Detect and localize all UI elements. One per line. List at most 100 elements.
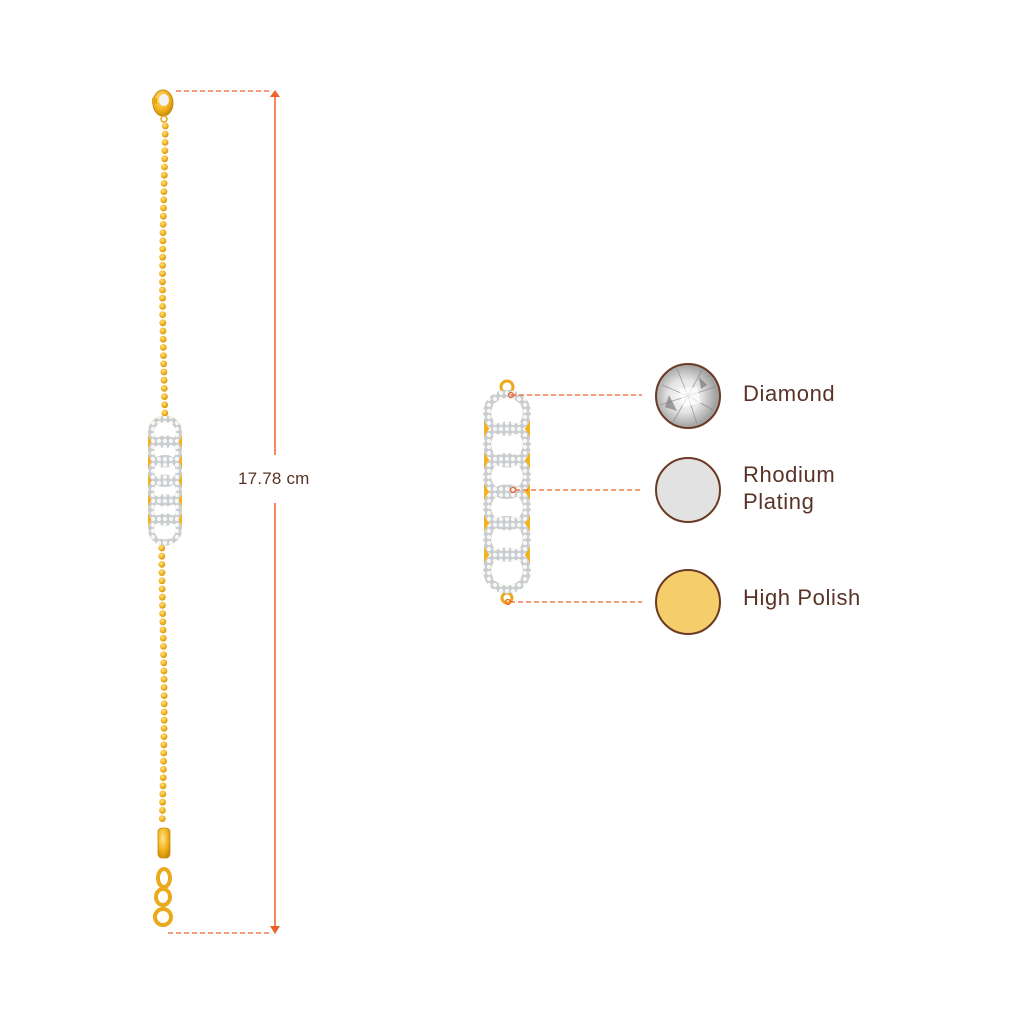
legend-label-rhodium-line2: Plating (743, 489, 815, 514)
chain-bead (160, 352, 167, 359)
chain-bead (160, 188, 168, 196)
arrow-up-icon (270, 90, 280, 97)
chain-bead (160, 385, 168, 392)
diamond-facet-icon (659, 368, 716, 425)
chain-bead (158, 593, 166, 601)
bead-chain-upper (159, 122, 169, 417)
chain-bead (160, 700, 168, 708)
chain-bead (159, 798, 167, 806)
length-dimension (168, 90, 280, 934)
chain-bead (160, 659, 168, 667)
ring-opening (491, 524, 523, 554)
chain-bead (160, 196, 168, 204)
pave-ring (148, 435, 182, 468)
pave-ring (483, 390, 531, 436)
ring-opening (491, 429, 523, 460)
chain-bead (160, 204, 167, 212)
chain-bead (161, 130, 169, 138)
chain-bead (158, 552, 166, 560)
pave-ring (483, 547, 531, 594)
chain-bead (159, 303, 167, 310)
chain-bead (159, 229, 167, 237)
pave-ring (148, 455, 182, 487)
chain-bead (160, 684, 168, 691)
legend-leader-lines (504, 391, 642, 606)
chain-bead (159, 790, 167, 798)
pave-link-detail (483, 379, 531, 605)
chain-bead (160, 675, 168, 683)
diamond-swatch (655, 363, 721, 429)
chain-bead (159, 245, 167, 253)
chain-bead (159, 626, 167, 634)
chain-bead (159, 237, 167, 245)
pave-ring (483, 484, 531, 531)
pave-ring (483, 453, 531, 499)
chain-bead (160, 725, 168, 732)
rhodium-swatch (655, 457, 721, 523)
legend-label-rhodium: Rhodium Plating (743, 461, 835, 515)
chain-bead (160, 716, 168, 724)
chain-bead (158, 585, 166, 593)
chain-bead (159, 319, 167, 327)
chain-bead (159, 766, 167, 773)
chain-bead (159, 253, 167, 261)
chain-bead (160, 651, 168, 658)
ring-opening (491, 398, 523, 428)
pave-ring (148, 416, 182, 448)
chain-bead (161, 147, 169, 155)
lobster-clasp (152, 89, 174, 123)
chain-bead (161, 155, 169, 163)
chain-bead (159, 270, 166, 277)
chain-bead (160, 692, 168, 699)
chain-bead (159, 286, 166, 294)
chain-bead (159, 221, 167, 228)
pave-ring (483, 421, 531, 468)
chain-bead (161, 401, 169, 409)
pave-ring (483, 516, 531, 562)
chain-bead (160, 376, 168, 384)
chain-bead (160, 360, 168, 368)
length-label: 17.78 cm (238, 465, 310, 493)
legend-label-rhodium-line1: Rhodium (743, 462, 836, 487)
chain-bead (158, 569, 166, 576)
chain-bead (159, 782, 167, 790)
high-polish-swatch (655, 569, 721, 635)
legend-label-high-polish: High Polish (743, 585, 861, 610)
chain-bead (158, 815, 166, 822)
chain-bead (159, 311, 167, 318)
pave-link-centerpiece (148, 416, 182, 546)
chain-end-tag (153, 827, 173, 927)
chain-bead (160, 667, 168, 675)
chain-bead (159, 774, 167, 781)
chain-bead (159, 278, 166, 286)
chain-bead (160, 171, 168, 179)
chain-bead (160, 757, 167, 765)
chain-bead (158, 577, 166, 585)
chain-bead (160, 180, 168, 187)
chain-bead (161, 393, 168, 400)
chain-bead (159, 335, 167, 343)
chain-bead (159, 634, 167, 642)
chain-bead (160, 733, 168, 740)
pave-ring (148, 513, 182, 546)
chain-bead (159, 618, 167, 626)
chain-bead (160, 708, 168, 716)
chain-bead (161, 409, 169, 417)
chain-bead (158, 561, 166, 568)
chain-bead (161, 139, 169, 146)
chain-bead (159, 602, 166, 609)
chain-bead (159, 344, 167, 351)
chain-bead (160, 368, 168, 376)
chain-bead (161, 163, 168, 171)
chain-bead (159, 294, 166, 302)
ring-opening (491, 492, 523, 523)
chain-bead (159, 807, 166, 814)
chain-bead (161, 122, 169, 130)
chain-bead (159, 610, 167, 617)
pave-ring (148, 474, 182, 507)
arrow-down-icon (270, 926, 280, 934)
chain-bead (159, 327, 167, 335)
chain-bead (160, 741, 168, 749)
chain-bead (160, 749, 168, 757)
